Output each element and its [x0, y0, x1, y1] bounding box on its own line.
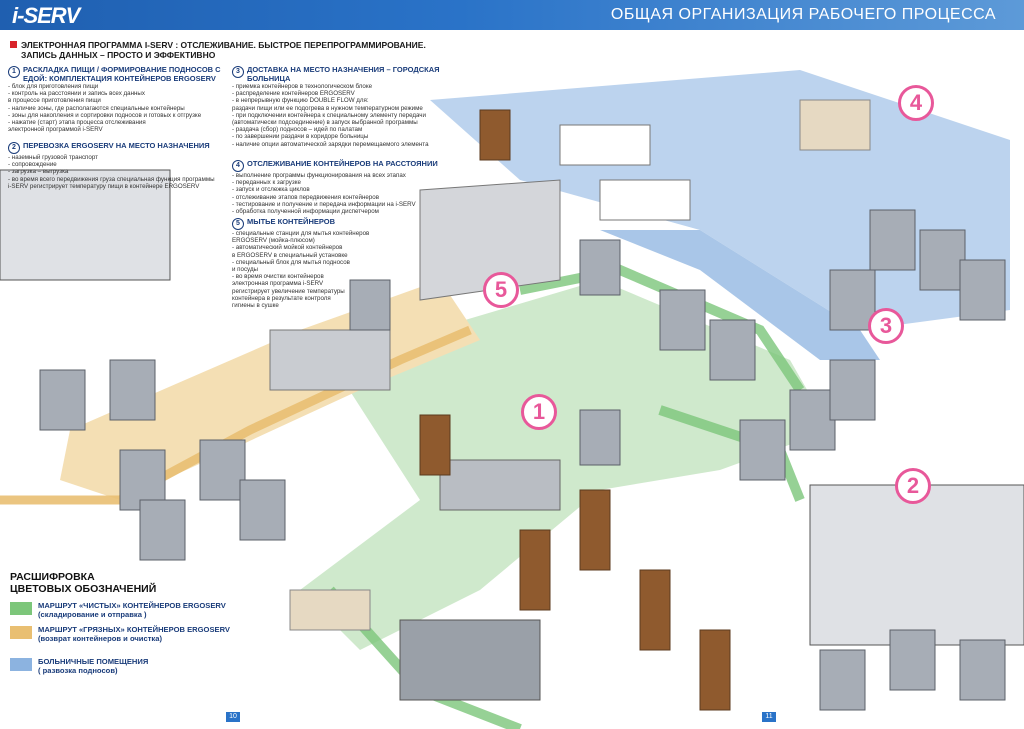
section-title: МЫТЬЕ КОНТЕЙНЕРОВ: [247, 217, 336, 226]
container-6: [139, 499, 186, 561]
clean-route-area: [300, 280, 830, 650]
color-legend: РАСШИФРОВКА ЦВЕТОВЫХ ОБОЗНАЧЕНИЙ МАРШРУТ…: [10, 571, 270, 675]
green-swatch: [10, 602, 32, 615]
kitchen-line: [439, 459, 561, 511]
legend-item-clean: МАРШРУТ «ЧИСТЫХ» КОНТЕЙНЕРОВ ERGOSERV (с…: [10, 601, 270, 619]
callout-4: 4: [898, 85, 934, 121]
iserv-logo: i-SERV: [12, 3, 80, 28]
container-20: [959, 639, 1006, 701]
container-11: [829, 359, 876, 421]
washing-station: [419, 179, 561, 301]
section-title: ДОСТАВКА НА МЕСТО НАЗНАЧЕНИЯ – ГОРОДСКАЯ…: [247, 65, 440, 83]
container-10: [789, 389, 836, 451]
container-12: [869, 209, 916, 271]
hospital-bed-2: [599, 179, 691, 221]
container-8: [709, 319, 756, 381]
container-4: [199, 439, 246, 501]
orange-swatch: [10, 626, 32, 639]
container-18: [819, 649, 866, 711]
callout-3: 3: [868, 308, 904, 344]
container-2: [109, 359, 156, 421]
section-number: 4: [232, 160, 244, 172]
rack-4: [699, 629, 731, 711]
container-21: [349, 279, 391, 331]
section-number: 2: [8, 142, 20, 154]
container-9: [739, 419, 786, 481]
legend-item-dirty: МАРШРУТ «ГРЯЗНЫХ» КОНТЕЙНЕРОВ ERGOSERV (…: [10, 625, 270, 643]
section-number: 5: [232, 218, 244, 230]
wash-tunnel: [269, 329, 391, 391]
dirty-route-path: [0, 325, 472, 505]
container-7: [659, 289, 706, 351]
intro-text: ЭЛЕКТРОННАЯ ПРОГРАММА I-SERV : ОТСЛЕЖИВА…: [10, 40, 450, 60]
cooking-station: [399, 619, 541, 701]
container-13: [919, 229, 966, 291]
rack-2: [579, 489, 611, 571]
rack-6: [479, 109, 511, 161]
legend-title-2: ЦВЕТОВЫХ ОБОЗНАЧЕНИЙ: [10, 583, 157, 595]
container-5: [239, 479, 286, 541]
page-number-left: 10: [226, 712, 240, 722]
container-16: [579, 239, 621, 296]
container-19: [889, 629, 936, 691]
legend-item-hospital: БОЛЬНИЧНЫЕ ПОМЕЩЕНИЯ ( развозка подносов…: [10, 657, 270, 675]
blue-swatch: [10, 658, 32, 671]
rack-3: [639, 569, 671, 651]
section-title: ПЕРЕВОЗКА ERGOSERV НА МЕСТО НАЗНАЧЕНИЯ: [23, 141, 210, 150]
callout-2: 2: [895, 468, 931, 504]
monitoring-desk: [799, 99, 871, 151]
truck-right: [809, 484, 1024, 646]
container-1: [39, 369, 86, 431]
red-square-marker: [10, 41, 17, 48]
rack-1: [519, 529, 551, 611]
truck-left: [0, 169, 171, 281]
page-title: ОБЩАЯ ОРГАНИЗАЦИЯ РАБОЧЕГО ПРОЦЕССА: [610, 6, 996, 23]
callout-5: 5: [483, 272, 519, 308]
hospital-bed-1: [559, 124, 651, 166]
legend-title-1: РАСШИФРОВКА: [10, 571, 95, 583]
hospital-corridor-floor: [600, 230, 880, 360]
container-17: [579, 409, 621, 466]
control-desk: [289, 589, 371, 631]
header-bar: i-SERV ОБЩАЯ ОРГАНИЗАЦИЯ РАБОЧЕГО ПРОЦЕС…: [0, 0, 1024, 30]
section-title: РАСКЛАДКА ПИЩИ / ФОРМИРОВАНИЕ ПОДНОСОВ С…: [23, 65, 221, 83]
section-number: 1: [8, 66, 20, 78]
section-number: 3: [232, 66, 244, 78]
page-number-right: 11: [762, 712, 776, 722]
section-title: ОТСЛЕЖИВАНИЕ КОНТЕЙНЕРОВ НА РАССТОЯНИИ: [247, 159, 438, 168]
rack-5: [419, 414, 451, 476]
callout-1: 1: [521, 394, 557, 430]
container-15: [829, 269, 876, 331]
workflow-illustration: [0, 70, 1024, 729]
container-14: [959, 259, 1006, 321]
